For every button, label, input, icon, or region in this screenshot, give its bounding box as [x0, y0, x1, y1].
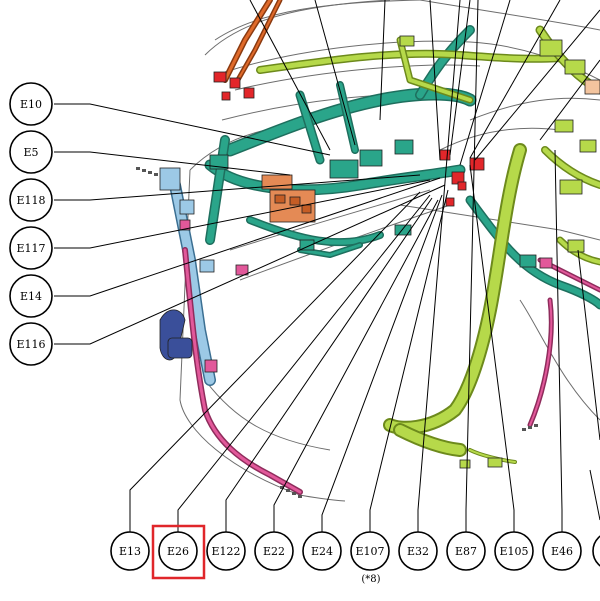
leader-E10	[54, 103, 331, 156]
leader-E107	[369, 189, 449, 532]
leader-E26	[177, 194, 431, 532]
callout-E87[interactable]: E87	[446, 531, 486, 571]
leader-E32	[417, 0, 461, 532]
callout-E116[interactable]: E116	[9, 322, 53, 366]
callout-E24[interactable]: E24	[302, 531, 342, 571]
callout-E13[interactable]: E13	[110, 531, 150, 571]
callouts-bottom: E13 E26 E122 E22 E24 E107 (*8) E32	[110, 524, 600, 585]
callout-note-E107: (*8)	[361, 574, 380, 585]
pink-harness	[182, 247, 600, 495]
callout-label: E116	[16, 338, 45, 351]
orange-harness	[222, 0, 283, 88]
callout-E46[interactable]: E46	[542, 531, 582, 571]
callout-label: E117	[16, 242, 45, 255]
callout-E22[interactable]: E22	[254, 531, 294, 571]
callout-label: E46	[551, 545, 573, 558]
leader-E87	[465, 0, 479, 532]
dashboard-outline	[179, 0, 600, 502]
callout-E26[interactable]: E26	[158, 531, 198, 571]
callout-label: E118	[16, 194, 45, 207]
leader-E5	[54, 151, 291, 176]
callout-E32[interactable]: E32	[398, 531, 438, 571]
callout-label: E107	[355, 545, 384, 558]
leader-E117	[54, 179, 431, 249]
leader-E24	[321, 194, 443, 532]
callout-label: E26	[167, 545, 189, 558]
callout-partial-right	[592, 535, 600, 567]
callout-E14[interactable]: E14	[9, 274, 53, 318]
callout-label: E14	[20, 290, 42, 303]
callout-label: E32	[407, 545, 429, 558]
callout-E122[interactable]: E122	[206, 531, 246, 571]
leader-E22	[273, 199, 439, 532]
callout-label: E5	[23, 146, 38, 159]
leader-E105	[469, 164, 515, 532]
callout-label: E105	[499, 545, 528, 558]
highlight-box-E26	[151, 524, 206, 580]
callout-label: E24	[311, 545, 333, 558]
callout-E107[interactable]: E107	[350, 531, 390, 571]
callout-E105[interactable]: E105	[494, 531, 534, 571]
callout-label: E10	[20, 98, 42, 111]
leader-E116	[54, 184, 446, 345]
leader-E122	[225, 197, 433, 532]
callouts-left: E10 E5 E118 E117 E14 E116	[9, 82, 53, 366]
callout-E10[interactable]: E10	[9, 82, 53, 126]
callout-E5[interactable]: E5	[9, 130, 53, 174]
leader-E118	[54, 174, 421, 201]
callout-E118[interactable]: E118	[9, 178, 53, 222]
callout-label: E122	[211, 545, 240, 558]
callout-label: E13	[119, 545, 141, 558]
callout-label: E87	[455, 545, 477, 558]
dashed-marks	[136, 167, 538, 498]
leader-E46	[554, 149, 563, 532]
connectors	[159, 35, 600, 469]
callout-label: E22	[263, 545, 285, 558]
leader-E13	[129, 191, 421, 532]
callout-E117[interactable]: E117	[9, 226, 53, 270]
leader-lines	[54, 0, 600, 532]
leader-E14	[54, 177, 441, 297]
